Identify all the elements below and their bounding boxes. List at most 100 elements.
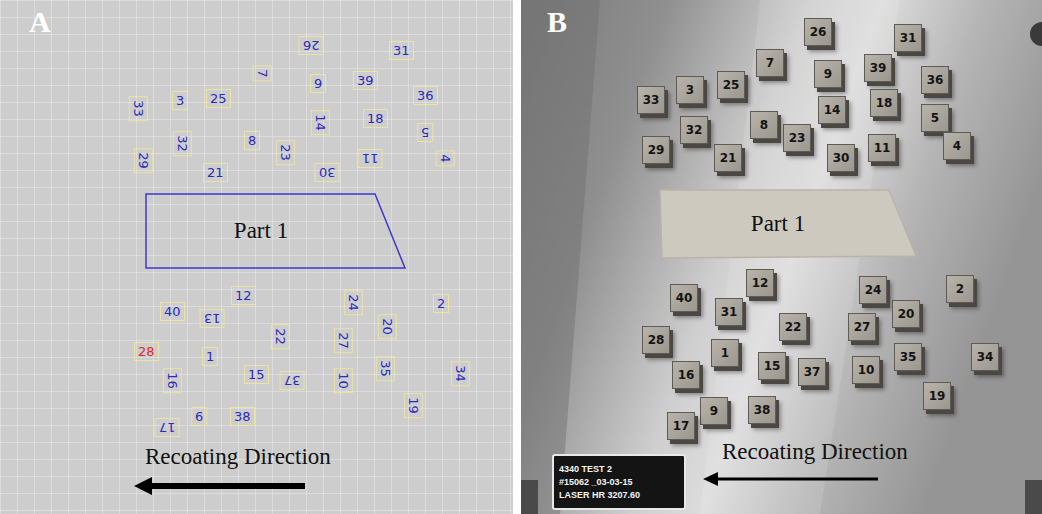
direction-arrow bbox=[716, 478, 878, 481]
part-number: 7 bbox=[766, 56, 774, 70]
direction-label: Recoating Direction bbox=[722, 439, 908, 465]
part-number: 27 bbox=[334, 328, 353, 353]
part-number: 20 bbox=[898, 307, 915, 321]
part-number: 29 bbox=[648, 143, 665, 157]
part-border bbox=[660, 190, 916, 258]
part-number: 3 bbox=[686, 83, 694, 97]
plate-text: LASER HR 3207.60 bbox=[559, 489, 679, 502]
part-number: 23 bbox=[276, 140, 295, 165]
part-number: 27 bbox=[854, 320, 871, 334]
part-number: 21 bbox=[720, 151, 737, 165]
part-number: 18 bbox=[363, 109, 388, 128]
part-number: 26 bbox=[299, 36, 324, 55]
label-holder: 19 bbox=[401, 396, 426, 415]
part-number: 1 bbox=[721, 346, 729, 360]
part-number: 19 bbox=[404, 393, 423, 418]
printed-cube: 21 bbox=[714, 144, 742, 172]
part-number: 30 bbox=[833, 151, 850, 165]
part-border bbox=[146, 194, 405, 268]
part-number: 38 bbox=[230, 407, 255, 426]
printed-cube: 9 bbox=[700, 397, 728, 425]
part-number: 11 bbox=[874, 141, 891, 155]
printed-cube: 2 bbox=[946, 275, 974, 303]
label-holder: A bbox=[29, 5, 51, 39]
label-holder: 5 bbox=[417, 123, 433, 142]
part-number: 1 bbox=[202, 347, 218, 366]
part-number: 14 bbox=[311, 110, 330, 135]
part-number: 17 bbox=[155, 418, 180, 437]
part-number: 30 bbox=[315, 163, 340, 182]
part-number: 25 bbox=[723, 78, 740, 92]
part-number: 26 bbox=[810, 25, 827, 39]
label-holder: 20 bbox=[375, 317, 400, 336]
printed-cube: 28 bbox=[642, 326, 670, 354]
printed-cube: 39 bbox=[864, 54, 892, 82]
part-number: 28 bbox=[134, 342, 159, 361]
label-holder: 40 bbox=[160, 302, 185, 321]
label-holder: 23 bbox=[273, 143, 298, 162]
label-holder: 18 bbox=[363, 109, 388, 128]
part-number: 36 bbox=[927, 73, 944, 87]
label-holder: 30 bbox=[315, 163, 340, 182]
printed-cube: 40 bbox=[670, 284, 698, 312]
label-holder: 16 bbox=[160, 371, 185, 390]
label-holder: 29 bbox=[131, 151, 156, 170]
printed-cube: 27 bbox=[848, 313, 876, 341]
arrow-head bbox=[703, 472, 718, 486]
printed-cube: 16 bbox=[672, 361, 700, 389]
part-number: 35 bbox=[376, 356, 395, 381]
panel-letter: B bbox=[547, 5, 567, 39]
label-holder: 26 bbox=[299, 36, 324, 55]
label-holder: 9 bbox=[310, 74, 326, 93]
printed-cube: 33 bbox=[637, 86, 665, 114]
plate-shadow bbox=[521, 0, 600, 514]
label-holder: 22 bbox=[268, 327, 293, 346]
printed-cube: 24 bbox=[859, 276, 887, 304]
part-number: 16 bbox=[678, 368, 695, 382]
label-holder: 34 bbox=[448, 364, 473, 383]
printed-cube: 37 bbox=[798, 358, 826, 386]
part-number: 20 bbox=[378, 314, 397, 339]
part-number: 39 bbox=[870, 61, 887, 75]
printed-cube: 34 bbox=[971, 343, 999, 371]
label-holder: 38 bbox=[230, 407, 255, 426]
part-number: 39 bbox=[353, 71, 378, 90]
part-number: 31 bbox=[721, 305, 738, 319]
part-number: 4 bbox=[436, 150, 455, 166]
label-plate: 4340 TEST 2#15062 _03-03-15LASER HR 3207… bbox=[552, 454, 686, 510]
part-number: 9 bbox=[710, 404, 718, 418]
label-holder: Recoating Direction bbox=[145, 444, 331, 470]
part-number: 5 bbox=[931, 111, 939, 125]
part-number: 32 bbox=[686, 123, 703, 137]
part-number: 24 bbox=[865, 283, 882, 297]
label-holder: 21 bbox=[203, 163, 228, 182]
label-holder: 39 bbox=[353, 71, 378, 90]
printed-cube: 5 bbox=[921, 104, 949, 132]
part-number: 4 bbox=[953, 139, 961, 153]
part-number: 21 bbox=[203, 163, 228, 182]
label-holder: 3 bbox=[172, 91, 188, 110]
label-holder: 15 bbox=[244, 365, 269, 384]
part-number: 23 bbox=[789, 131, 806, 145]
part-number: 9 bbox=[310, 74, 326, 93]
label-holder: 35 bbox=[373, 359, 398, 378]
label-holder: 10 bbox=[331, 371, 356, 390]
printed-cube: 3 bbox=[676, 76, 704, 104]
part-number: 40 bbox=[160, 302, 185, 321]
label-holder: 27 bbox=[331, 331, 356, 350]
part-number: 25 bbox=[206, 89, 231, 108]
arrow-head bbox=[134, 477, 152, 495]
label-holder: B bbox=[547, 5, 567, 39]
part-number: 40 bbox=[676, 291, 693, 305]
printed-cube: 9 bbox=[814, 60, 842, 88]
label-holder: 14 bbox=[308, 113, 333, 132]
label-holder: 28 bbox=[134, 342, 159, 361]
printed-cube: 15 bbox=[758, 352, 786, 380]
printed-cube: 31 bbox=[894, 24, 922, 52]
printed-cube: 22 bbox=[779, 313, 807, 341]
printed-cube: 4 bbox=[943, 132, 971, 160]
label-holder: 25 bbox=[206, 89, 231, 108]
printed-cube: 1 bbox=[711, 339, 739, 367]
label-holder: 24 bbox=[341, 293, 366, 312]
printed-cube: 29 bbox=[642, 136, 670, 164]
